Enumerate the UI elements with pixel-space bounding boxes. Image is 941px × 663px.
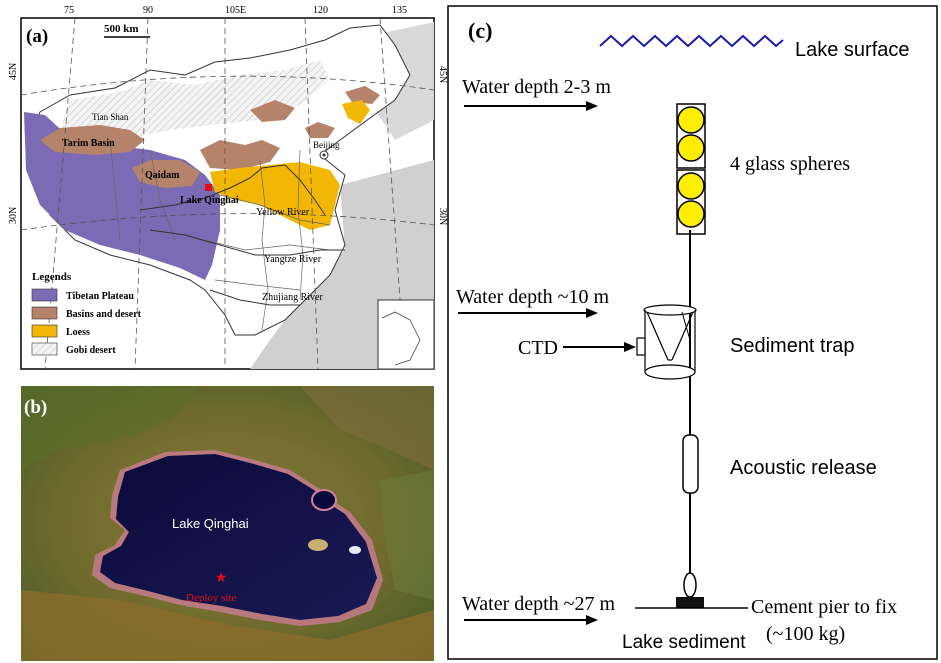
spheres-label: 4 glass spheres (730, 153, 850, 175)
panel-c-label: (c) (468, 18, 492, 43)
depth-1-arrow-head (586, 101, 598, 111)
tian-shan-label: Tian Shan (92, 112, 129, 122)
sediment-trap-label: Sediment trap (730, 335, 855, 357)
sediment-trap (636, 300, 697, 380)
depth-1-label: Water depth 2-3 m (462, 76, 611, 98)
ctd-arrow-head (624, 342, 636, 352)
lat-tick-left-30n: 30N (8, 207, 19, 224)
glass-sphere-3 (677, 172, 705, 200)
terrain-patch-ne (300, 386, 434, 470)
glass-sphere-2 (677, 134, 705, 162)
terrain-patch-south (21, 590, 434, 661)
desert-small-area (305, 122, 335, 138)
lake-surface-label: Lake surface (795, 39, 910, 61)
zhujiang-river-line (209, 289, 300, 306)
cement-pier (676, 597, 704, 608)
desert-ne-area (250, 100, 295, 122)
island-sand (308, 539, 328, 551)
tibetan-plateau-area (24, 112, 220, 280)
lake-surface-wave (599, 34, 784, 48)
loess-plateau-area (210, 162, 340, 230)
lake-qinghai-body (100, 454, 377, 620)
island-lake (311, 489, 337, 511)
lon-tick-105e: 105E (225, 5, 246, 16)
lat-tick-left-45n: 45N (8, 63, 19, 80)
legend-label-tibetan: Tibetan Plateau (66, 291, 134, 302)
legend-label-loess: Loess (66, 327, 90, 338)
cement-pier-label: Cement pier to fix (751, 596, 897, 618)
lon-tick-135: 135 (392, 5, 407, 16)
glass-sphere-4 (677, 200, 705, 228)
loess-small-area (342, 100, 370, 124)
province-lines (109, 139, 331, 331)
legend-label-basins: Basins and desert (66, 309, 142, 320)
beijing-dot (322, 153, 326, 157)
lon-tick-75: 75 (64, 5, 74, 16)
gobi-desert-area (60, 60, 330, 140)
ctd-sensor (636, 337, 646, 356)
cement-pier-weight-label: (~100 kg) (766, 623, 845, 645)
legend-swatch-tibetan (31, 288, 58, 302)
yangtze-river-line (149, 229, 345, 256)
depth-3-label: Water depth ~27 m (462, 593, 616, 615)
zhujiang-river-label: Zhujiang River (262, 292, 323, 303)
terrain-patch-nw (21, 386, 200, 470)
depth-2-label: Water depth ~10 m (456, 286, 610, 308)
tarim-basin-label: Tarim Basin (62, 138, 115, 149)
legend-swatch-basins (31, 306, 58, 320)
deploy-site-star: ★ (215, 569, 228, 585)
desert-far-ne-area (345, 86, 380, 104)
terrain-patch-east (380, 470, 434, 600)
panel-b-satellite: (b) Lake Qinghai ★ Deploy site (21, 386, 434, 661)
inset-coast (381, 311, 421, 366)
sphere-cage-bottom (676, 169, 706, 235)
inset-box (377, 299, 435, 370)
panel-b-label: (b) (24, 397, 47, 418)
deploy-site-label: Deploy site (186, 592, 237, 604)
bottom-float (683, 572, 697, 598)
panel-a-label: (a) (26, 26, 48, 47)
beijing-label: Beijing (313, 140, 340, 150)
yellow-river-label: Yellow River (256, 207, 310, 218)
panel-a-map: 500 km (a) 75 90 105E 120 135 45N 30N 45… (8, 5, 448, 370)
tarim-basin-area (40, 125, 145, 155)
glass-sphere-1 (677, 106, 705, 134)
depth-3-arrow-head (586, 615, 598, 625)
lat-tick-right-45n: 45N (437, 66, 448, 83)
lake-qinghai-map-label: Lake Qinghai (180, 195, 239, 206)
lon-tick-90: 90 (143, 5, 153, 16)
lake-sediment-label: Lake sediment (622, 632, 746, 653)
map-legend: Legends Tibetan Plateau Basins and deser… (31, 271, 142, 356)
lon-tick-120: 120 (313, 5, 328, 16)
legend-swatch-loess (31, 324, 58, 338)
qaidam-label: Qaidam (145, 170, 180, 181)
lake-name-label: Lake Qinghai (172, 516, 249, 531)
panel-c-mooring: (c) Lake surface Water depth 2-3 m 4 gla… (447, 5, 938, 660)
island-white (349, 546, 361, 554)
qaidam-area (132, 160, 200, 188)
legend-title: Legends (32, 271, 72, 283)
lat-tick-right-30n: 30N (437, 208, 448, 225)
ctd-label: CTD (518, 337, 558, 359)
acoustic-release-device (682, 434, 699, 494)
sphere-cage-top (676, 103, 706, 169)
legend-swatch-gobi (31, 342, 58, 356)
lake-qinghai-marker (205, 184, 212, 191)
legend-label-gobi: Gobi desert (66, 345, 116, 356)
depth-2-arrow-head (586, 308, 598, 318)
yangtze-river-label: Yangtze River (264, 254, 322, 265)
yellow-river-line (139, 164, 326, 216)
scale-bar-label: 500 km (104, 23, 139, 35)
acoustic-release-label: Acoustic release (730, 457, 877, 479)
